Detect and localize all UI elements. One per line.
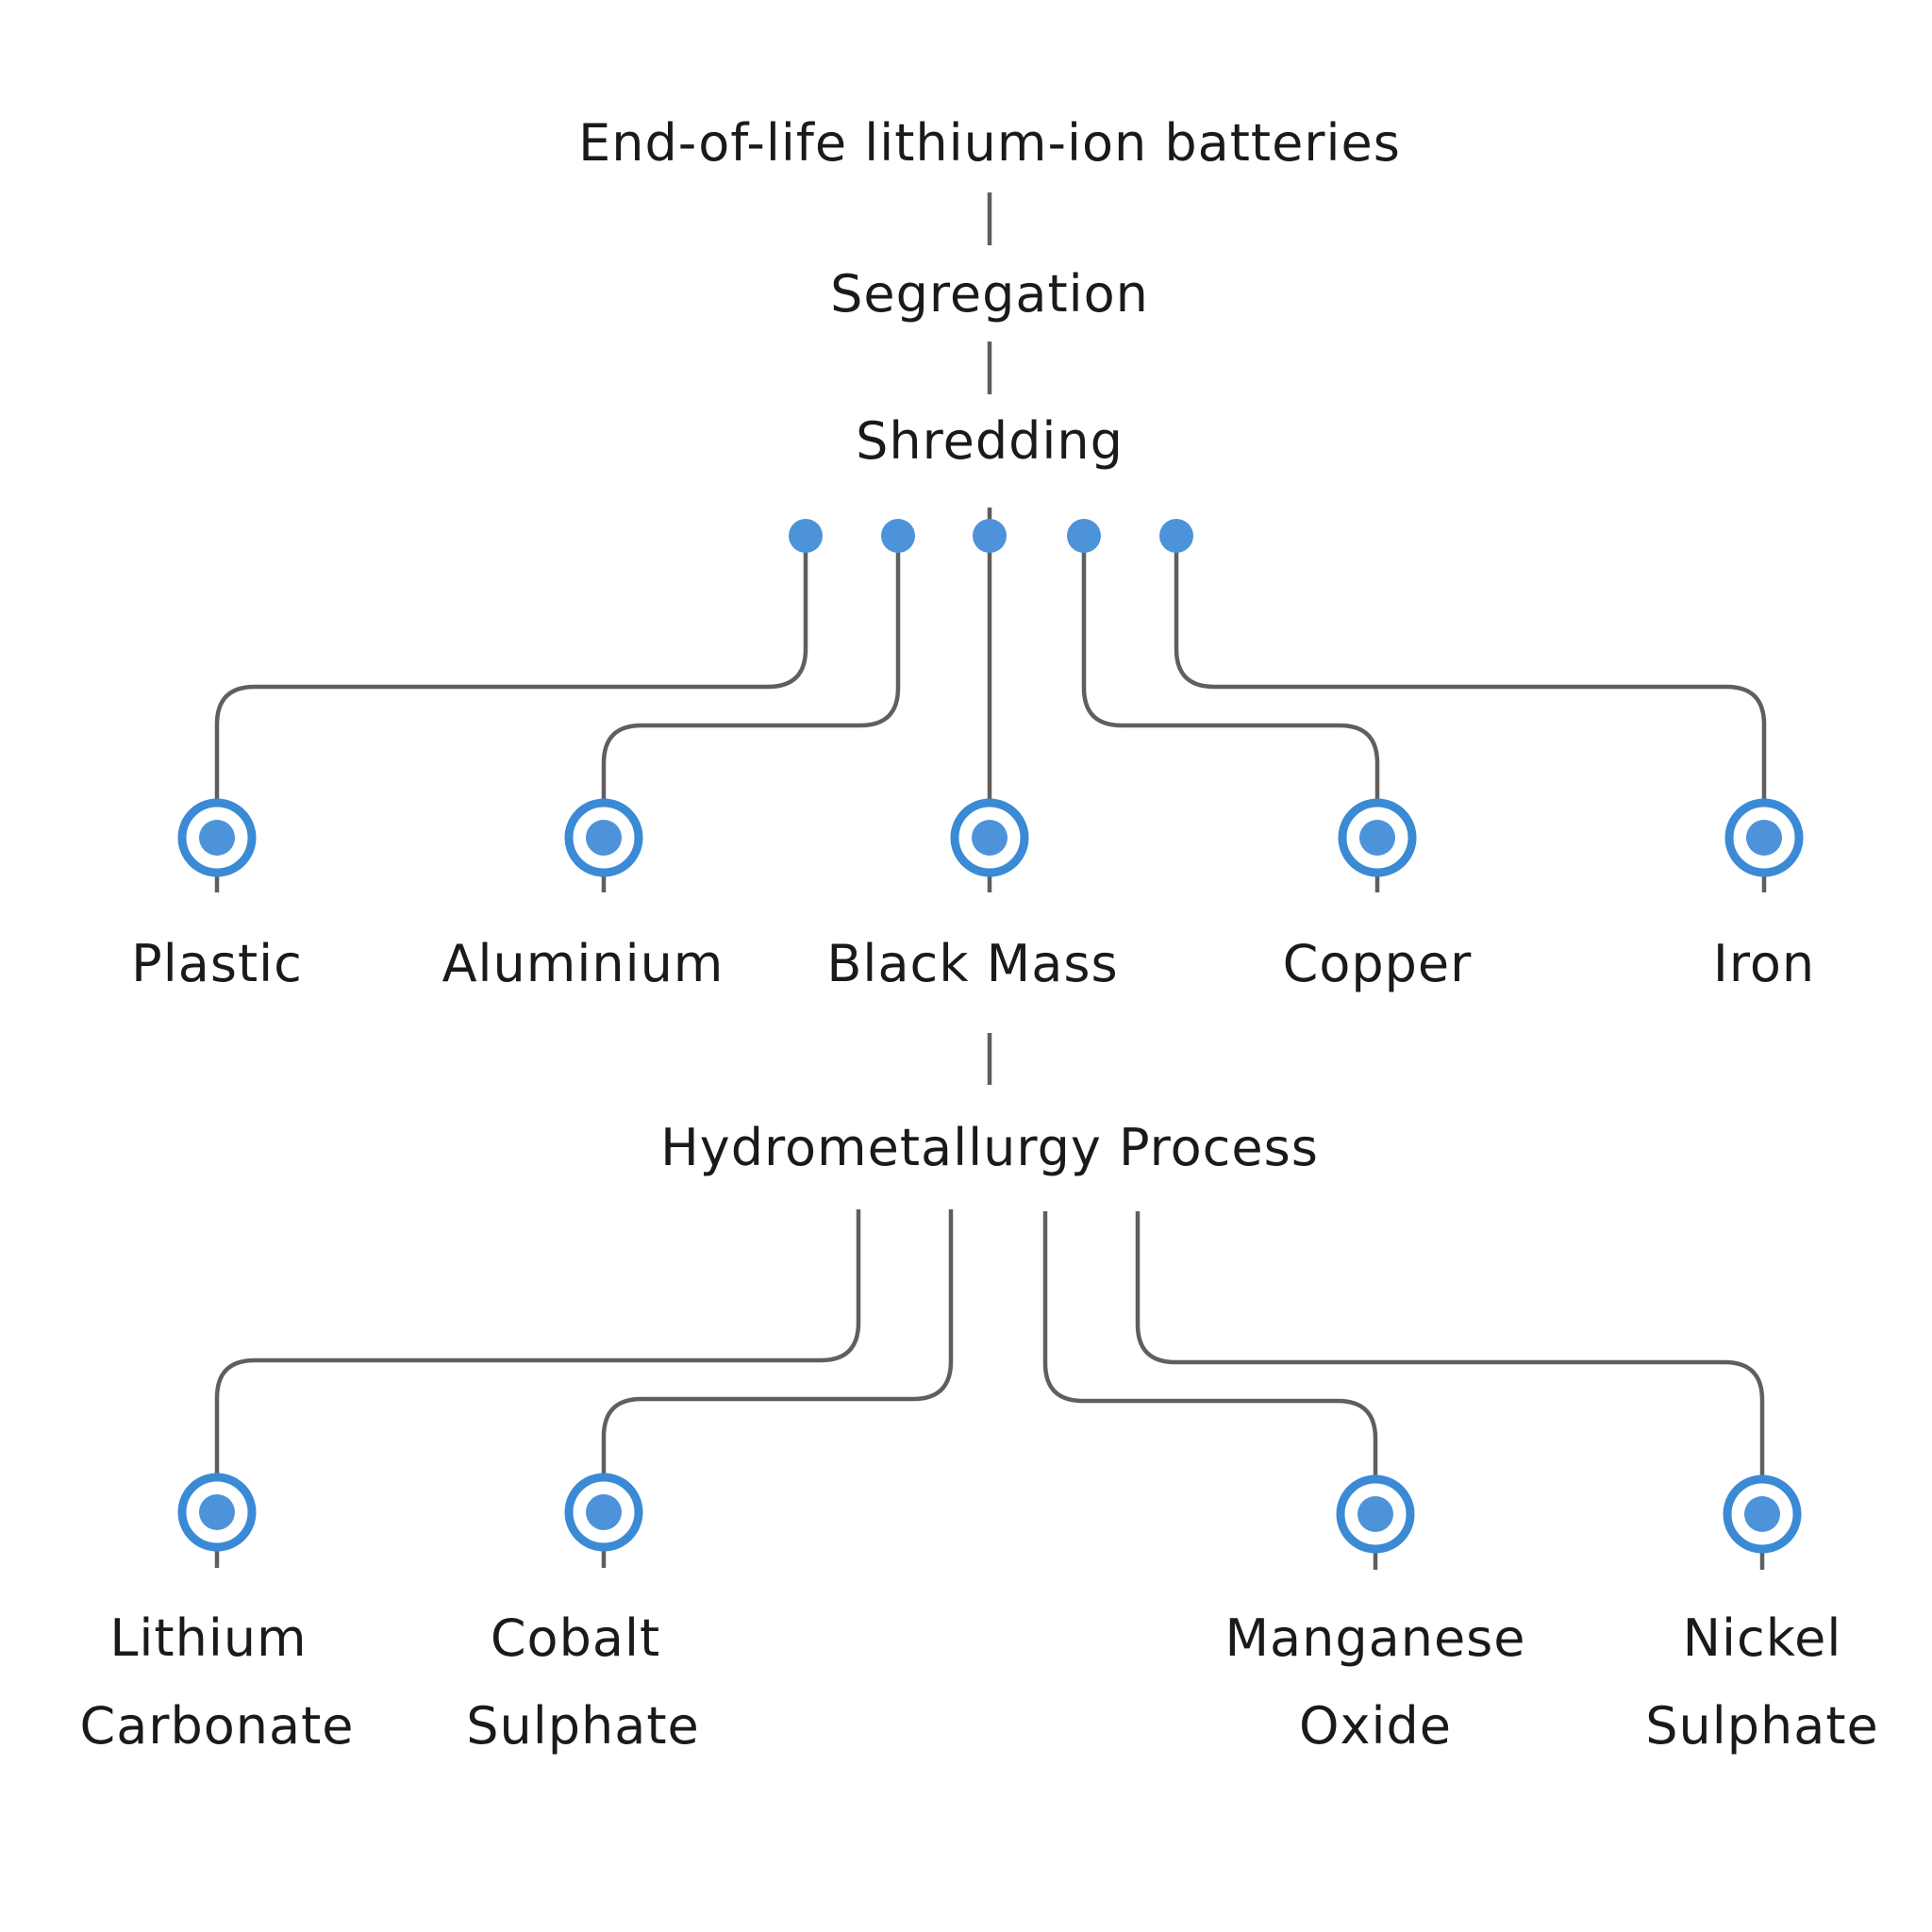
step-segregation-label: Segregation: [830, 264, 1149, 324]
node-black-mass: Black Mass: [826, 798, 1118, 993]
output-label-plastic: Plastic: [131, 934, 303, 993]
node-manganese-oxide: Manganese Oxide: [1224, 1474, 1525, 1756]
branch-copper: [1081, 536, 1380, 800]
node-dot-plastic: [199, 820, 235, 856]
branch-dot-copper: [1067, 519, 1101, 553]
branch-dot-black-mass: [973, 519, 1007, 553]
output-label-black-mass: Black Mass: [826, 934, 1118, 993]
branch-lithium-carbonate: [214, 1209, 861, 1474]
hydrometallurgy-output-nodes: Lithium Carbonate Cobalt Sulphate Mangan…: [79, 1473, 1879, 1756]
output-label-carbonate: Carbonate: [79, 1696, 354, 1756]
step-source-label: End-of-life lithium-ion batteries: [578, 113, 1401, 173]
node-lithium-carbonate: Lithium Carbonate: [79, 1473, 354, 1756]
output-label-cobalt: Cobalt: [491, 1608, 660, 1668]
branch-nickel-sulphate: [1135, 1211, 1765, 1475]
branch-dot-plastic: [789, 519, 823, 553]
node-dot-lithium-carbonate: [199, 1494, 235, 1530]
branch-manganese-oxide: [1042, 1211, 1378, 1475]
branch-aluminium: [601, 536, 901, 800]
node-dot-iron: [1746, 820, 1782, 856]
shredding-output-nodes: Plastic Aluminium Black Mass Copper Iron: [131, 798, 1815, 993]
node-dot-nickel-sulphate: [1744, 1496, 1780, 1532]
branch-plastic: [214, 536, 808, 800]
step-hydrometallurgy-label: Hydrometallurgy Process: [660, 1118, 1319, 1177]
step-shredding-label: Shredding: [856, 411, 1124, 471]
node-aluminium: Aluminium: [442, 798, 724, 993]
hydrometallurgy-branches: [214, 1209, 1765, 1475]
node-dot-manganese-oxide: [1357, 1496, 1393, 1532]
output-label-aluminium: Aluminium: [442, 934, 724, 993]
branch-iron: [1174, 536, 1767, 800]
output-label-lithium: Lithium: [109, 1608, 307, 1668]
node-dot-cobalt-sulphate: [586, 1494, 622, 1530]
node-dot-copper: [1359, 820, 1395, 856]
shredding-branches: [214, 508, 1767, 800]
node-plastic: Plastic: [131, 798, 303, 993]
output-label-oxide: Oxide: [1299, 1696, 1452, 1756]
branch-dot-iron: [1159, 519, 1193, 553]
node-iron: Iron: [1713, 798, 1815, 993]
output-label-nickel: Nickel: [1683, 1608, 1842, 1668]
node-dot-aluminium: [586, 820, 622, 856]
node-dot-black-mass: [972, 820, 1008, 856]
output-label-sulphate-nickel: Sulphate: [1645, 1696, 1879, 1756]
branch-dot-aluminium: [881, 519, 915, 553]
output-label-sulphate-cobalt: Sulphate: [466, 1696, 700, 1756]
output-label-manganese: Manganese: [1224, 1608, 1525, 1668]
shredding-branch-dots: [789, 519, 1193, 553]
node-cobalt-sulphate: Cobalt Sulphate: [466, 1473, 700, 1756]
branch-cobalt-sulphate: [601, 1209, 954, 1474]
output-label-iron: Iron: [1713, 934, 1815, 993]
output-label-copper: Copper: [1283, 934, 1473, 993]
node-nickel-sulphate: Nickel Sulphate: [1645, 1474, 1879, 1756]
node-copper: Copper: [1283, 798, 1473, 993]
